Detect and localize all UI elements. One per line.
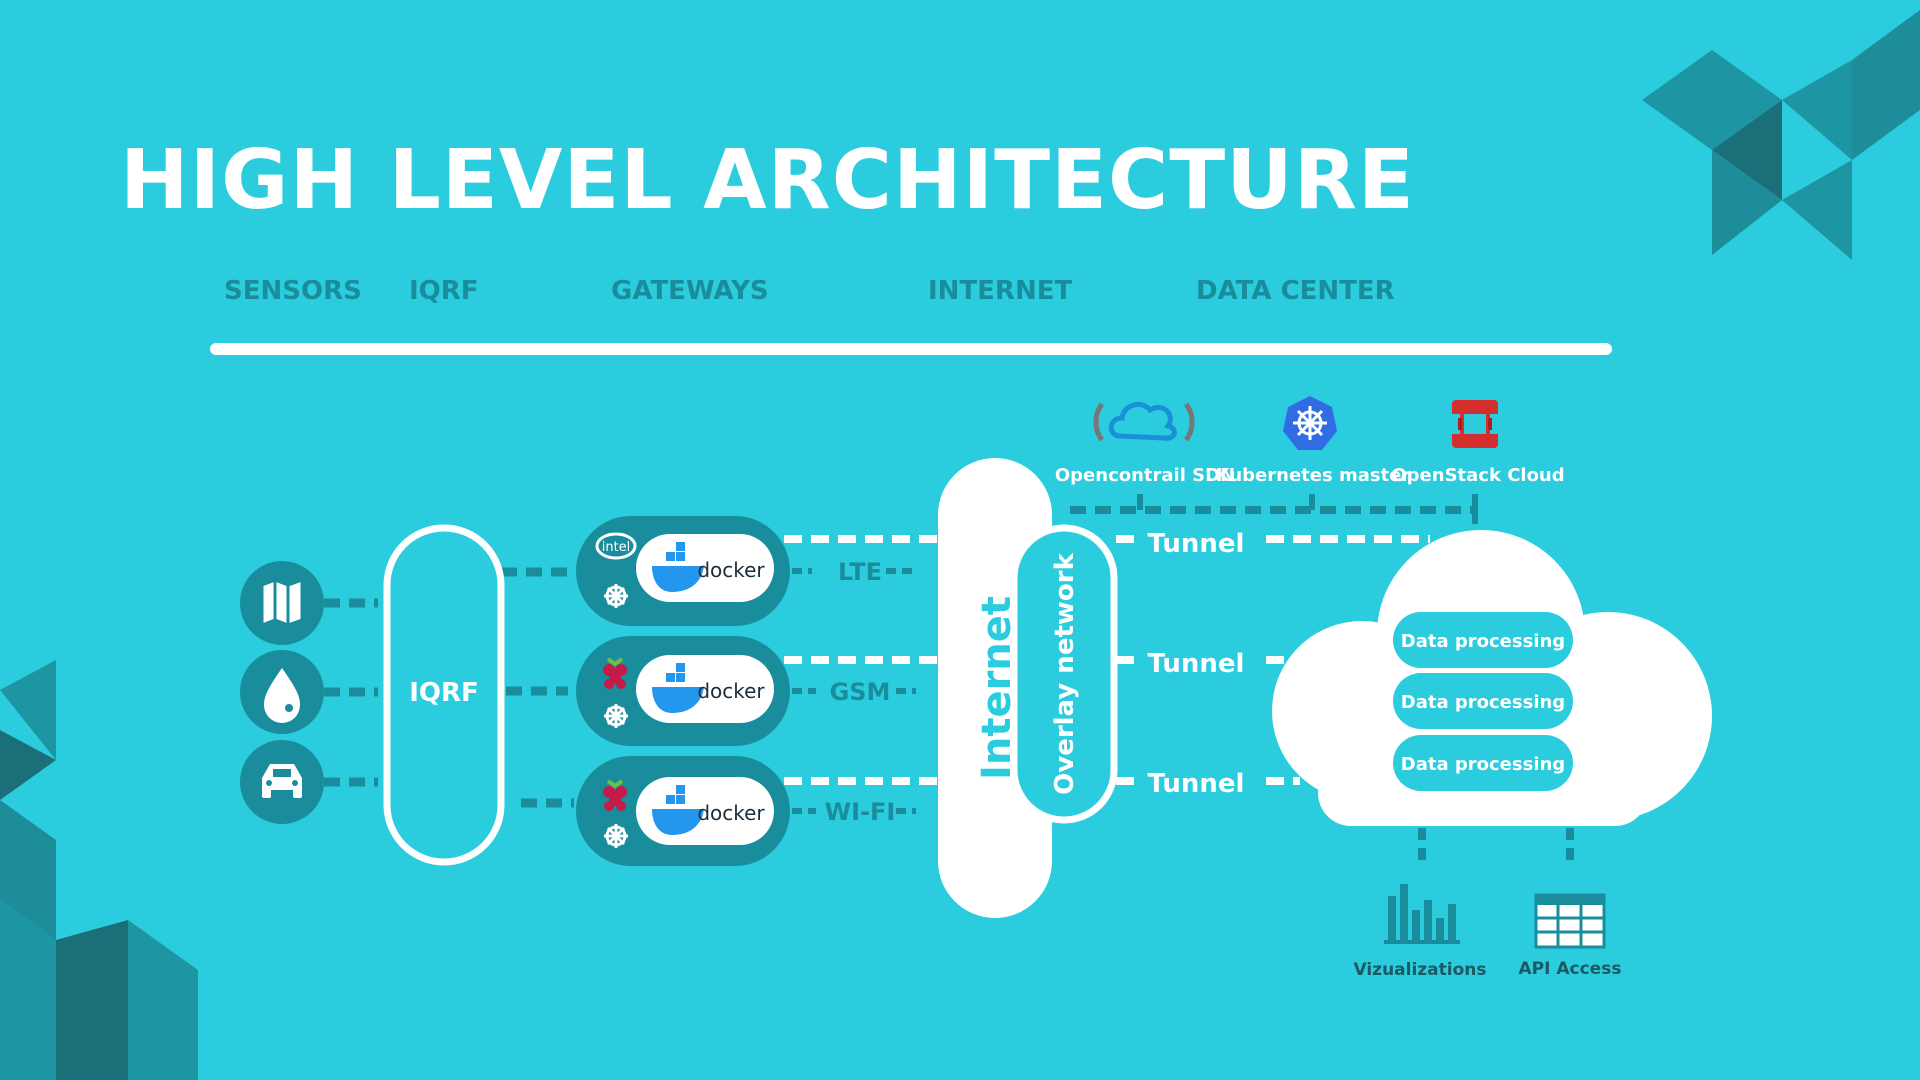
- service-label-opencontrail: Opencontrail SDN: [1055, 465, 1235, 486]
- kubernetes-icon: [604, 584, 628, 848]
- column-label-internet: INTERNET: [928, 276, 1073, 306]
- service-label-openstack: OpenStack Cloud: [1391, 465, 1564, 486]
- kubernetes-master-icon: [1283, 396, 1337, 450]
- docker-whale-icon: [652, 542, 704, 835]
- gateway-internet-links: [757, 535, 1430, 785]
- processing-node: [1393, 673, 1573, 729]
- raspberry-pi-icon: [603, 657, 627, 689]
- iqrf-label: IQRF: [409, 678, 479, 708]
- docker-label: docker: [697, 801, 765, 825]
- output-label-api-access: API Access: [1519, 959, 1622, 979]
- intel-logo-icon: [595, 532, 637, 560]
- gateway-link-stubs: [792, 568, 916, 814]
- processing-node: [1393, 735, 1573, 791]
- tunnel-label: Tunnel: [1148, 769, 1245, 799]
- column-label-data-center: DATA CENTER: [1196, 276, 1395, 306]
- processing-node-label: Data processing: [1401, 692, 1565, 713]
- tunnel-label: Tunnel: [1148, 649, 1245, 679]
- link-label-wifi: WI-FI: [825, 798, 896, 826]
- column-label-gateways: GATEWAYS: [611, 276, 769, 306]
- tunnel-label: Tunnel: [1148, 529, 1245, 559]
- table-grid-icon: [1534, 893, 1606, 949]
- map-icon: [260, 577, 304, 628]
- decorative-triangles: [0, 10, 1920, 1080]
- docker-label: docker: [697, 679, 765, 703]
- iqrf-hub: [383, 524, 505, 866]
- column-divider: [210, 343, 1612, 355]
- output-label-visualizations: Vizualizations: [1353, 960, 1486, 980]
- column-label-sensors: SENSORS: [224, 276, 362, 306]
- raspberry-pi-icon: [603, 779, 627, 811]
- column-label-iqrf: IQRF: [409, 276, 479, 306]
- overlay-network: [1010, 524, 1118, 824]
- processing-node-label: Data processing: [1401, 754, 1565, 775]
- docker-label: docker: [697, 558, 765, 582]
- opencontrail-cloud-icon: [1093, 401, 1195, 442]
- page-title: HIGH LEVEL ARCHITECTURE: [120, 133, 1415, 228]
- car-icon: [262, 764, 302, 798]
- gateway-hardware-label: intel: [602, 540, 631, 555]
- bar-chart-icon: [1384, 884, 1460, 944]
- link-label-lte: LTE: [838, 558, 882, 586]
- openstack-icon: [1452, 400, 1498, 448]
- control-bus: [1070, 494, 1478, 524]
- processing-node: [1393, 612, 1573, 668]
- link-label-gsm: GSM: [830, 678, 891, 706]
- processing-node-label: Data processing: [1401, 631, 1565, 652]
- service-label-kubernetes: Kubernetes master: [1216, 465, 1411, 486]
- sensor-links: [324, 567, 574, 808]
- overlay-network-label: Overlay network: [1050, 552, 1080, 794]
- output-links: [1418, 828, 1574, 868]
